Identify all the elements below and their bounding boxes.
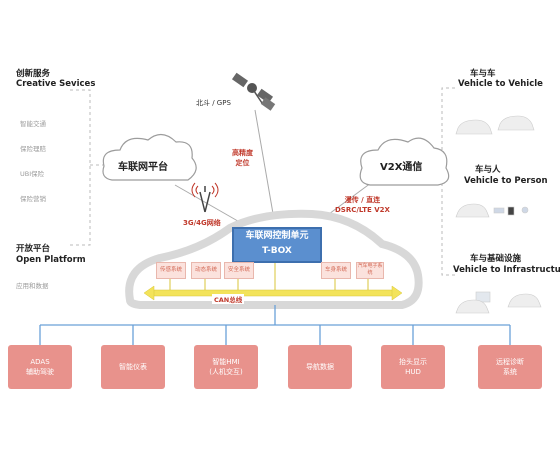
ecu-box: 传感系统 [156, 262, 186, 279]
creative-item: 保险理赔 [20, 145, 46, 153]
creative-item: 智能交通 [20, 120, 46, 128]
v2i-en: Vehicle to Infrastructure [453, 265, 560, 275]
v2x-cloud [359, 137, 450, 186]
can-bus [143, 263, 403, 301]
adas-box: ADAS 辅助驾驶 [8, 345, 72, 389]
v2v-en: Vehicle to Vehicle [458, 79, 543, 89]
hmi-box: 智能HMI (人机交互) [194, 345, 258, 389]
positioning-label: 高精度 定位 [232, 149, 253, 167]
open-platform-item: 应用和数据 [16, 282, 49, 290]
gps-label: 北斗 / GPS [196, 99, 231, 107]
platform-cloud-label: 车联网平台 [118, 162, 168, 173]
cell-tower-icon [191, 182, 219, 213]
vehicle-to-vehicle-icon [455, 115, 535, 135]
navigation-box: 导航数据 [288, 345, 352, 389]
v2p-en: Vehicle to Person [464, 176, 548, 186]
instrument-box: 智能仪表 [101, 345, 165, 389]
ecu-box: 汽车电子系统 [356, 262, 384, 279]
creative-item: 保险营销 [20, 195, 46, 203]
tbox-unit: 车联网控制单元 T-BOX [232, 227, 322, 263]
vehicle-to-infrastructure-icon [455, 291, 542, 314]
open-platform-cn: 开放平台 [16, 244, 51, 254]
v2x-protocol-label: 漫传 / 直连 DSRC/LTE V2X [335, 196, 390, 214]
network-label: 3G/4G网络 [183, 219, 221, 227]
v2v-cn: 车与车 [470, 69, 496, 79]
ecu-box: 动态系统 [191, 262, 221, 279]
satellite-icon [231, 72, 276, 111]
creative-services-en: Creative Sevices [16, 79, 96, 89]
v2x-cloud-label: V2X通信 [380, 162, 423, 173]
diagnostics-box: 远程诊断 系统 [478, 345, 542, 389]
hud-box: 抬头显示 HUD [381, 345, 445, 389]
can-bus-label: CAN总线 [212, 294, 245, 304]
v2i-cn: 车与基础设施 [470, 254, 522, 264]
tbox-en: T-BOX [262, 246, 292, 256]
ecu-box: 安全系统 [224, 262, 254, 279]
open-platform-en: Open Platform [16, 255, 86, 265]
creative-services-cn: 创新服务 [16, 69, 51, 79]
ecu-box: 车身系统 [321, 262, 351, 279]
vehicle-to-person-icon [455, 203, 529, 218]
platform-cloud [102, 133, 197, 181]
creative-item: UBI保险 [20, 170, 45, 178]
tbox-cn: 车联网控制单元 [245, 231, 309, 241]
v2p-cn: 车与人 [475, 165, 501, 175]
bottom-connectors [39, 305, 511, 345]
